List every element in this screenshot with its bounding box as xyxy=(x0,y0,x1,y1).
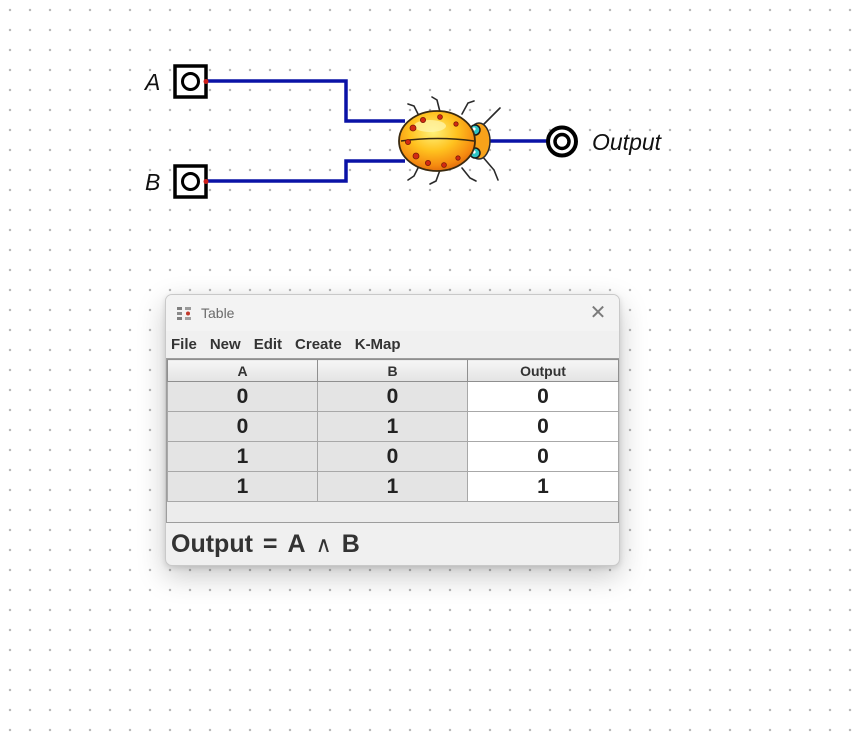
table-row: 1 0 0 xyxy=(167,441,619,472)
table-cell-a: 1 xyxy=(167,441,318,472)
table-header-row: A B Output xyxy=(167,359,619,382)
table-cell-b: 0 xyxy=(317,441,468,472)
menu-new[interactable]: New xyxy=(209,335,241,353)
expression-equals: = xyxy=(262,530,278,558)
truth-table: A B Output 0 0 0 0 1 0 1 0 xyxy=(166,358,619,523)
menu-edit[interactable]: Edit xyxy=(253,335,283,353)
table-cell-a: 0 xyxy=(167,381,318,412)
ladybug-and-gate-icon[interactable] xyxy=(398,96,501,185)
input-switch-a[interactable] xyxy=(173,64,209,99)
table-cell-b: 1 xyxy=(317,471,468,502)
input-label-b: B xyxy=(145,169,160,195)
table-cell-output[interactable]: 0 xyxy=(467,441,619,472)
output-label: Output xyxy=(592,129,663,155)
table-cell-output[interactable]: 0 xyxy=(467,381,619,412)
wire-a[interactable] xyxy=(207,79,405,123)
input-switch-b[interactable] xyxy=(173,164,209,199)
expression-operand-a: A xyxy=(287,530,306,558)
column-header-a[interactable]: A xyxy=(167,359,318,382)
close-icon[interactable]: ✕ xyxy=(589,302,607,324)
wire-b[interactable] xyxy=(207,159,405,183)
table-row: 0 0 0 xyxy=(167,381,619,412)
table-window-titlebar[interactable]: Table ✕ xyxy=(166,295,619,331)
table-row: 0 1 0 xyxy=(167,411,619,442)
table-cell-b: 1 xyxy=(317,411,468,442)
table-cell-output[interactable]: 0 xyxy=(467,411,619,442)
input-label-a: A xyxy=(143,69,160,95)
menu-kmap[interactable]: K-Map xyxy=(354,335,401,353)
column-header-b[interactable]: B xyxy=(317,359,468,382)
output-led[interactable] xyxy=(546,125,578,158)
table-cell-b: 0 xyxy=(317,381,468,412)
table-cell-a: 1 xyxy=(167,471,318,502)
boolean-expression: Output = A ∧ B xyxy=(171,530,360,559)
table-cell-output[interactable]: 1 xyxy=(467,471,619,502)
table-window: Table ✕ File New Edit Create K-Map A B O… xyxy=(165,294,620,566)
expression-operand-b: B xyxy=(341,530,360,558)
table-window-title: Table xyxy=(201,305,235,321)
table-row: 1 1 1 xyxy=(167,471,619,502)
menu-create[interactable]: Create xyxy=(295,335,342,353)
truth-table-icon xyxy=(177,307,191,320)
expression-lhs: Output xyxy=(171,530,253,558)
table-cell-a: 0 xyxy=(167,411,318,442)
column-header-output[interactable]: Output xyxy=(467,359,619,382)
expression-and-operator: ∧ xyxy=(315,532,332,557)
table-menubar: File New Edit Create K-Map xyxy=(166,331,619,357)
menu-file[interactable]: File xyxy=(171,335,197,353)
